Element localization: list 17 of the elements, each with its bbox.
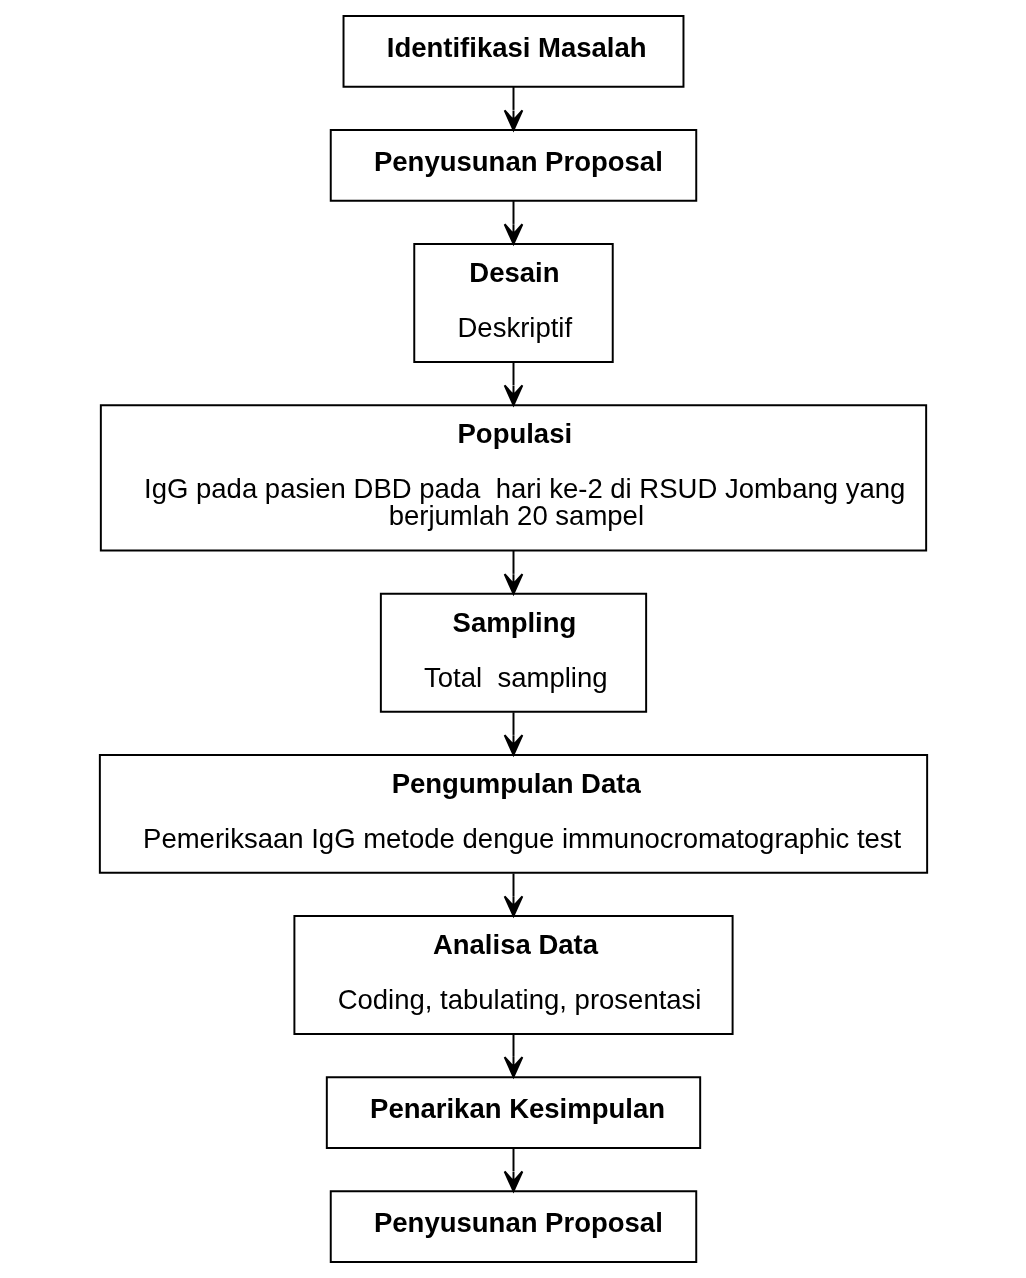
node-box: Penarikan Kesimpulan — [325, 1076, 701, 1149]
node-box: Desain Deskriptif — [412, 243, 614, 363]
node-box: Pengumpulan Data Pemeriksaan IgG metode dengue immunocromatographic test — [98, 753, 928, 874]
node-box: Identifikasi Masalah — [342, 15, 684, 88]
arrow — [503, 361, 523, 407]
arrow — [503, 86, 523, 132]
node-box: Penyusunan Proposal — [329, 1190, 697, 1263]
arrow — [503, 1033, 523, 1078]
node-box: Populasi IgG pada pasien DBD pada hari ke-2 di RSUD Jombang yang berjumlah 20 sampel — [99, 404, 927, 552]
arrow — [503, 711, 523, 756]
node-box: Analisa Data Coding, tabulating, prosentasi — [292, 915, 734, 1035]
node-box: Penyusunan Proposal — [329, 129, 697, 202]
arrow — [503, 200, 523, 245]
arrow — [503, 1147, 523, 1193]
arrow — [503, 872, 523, 917]
arrow — [503, 549, 523, 595]
node-box: Sampling Total sampling — [379, 592, 647, 713]
